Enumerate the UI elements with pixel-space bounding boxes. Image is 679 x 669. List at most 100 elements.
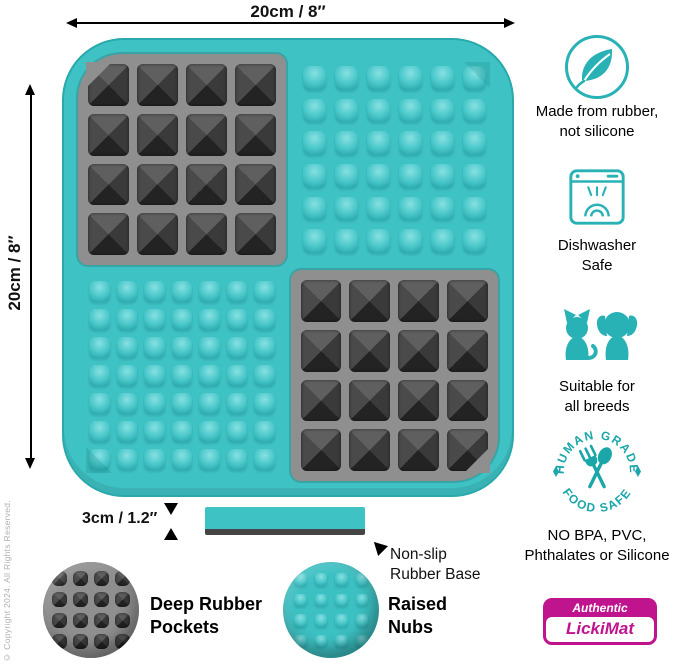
pocket	[300, 429, 342, 471]
mat-side-view	[205, 507, 365, 535]
nub	[335, 593, 348, 606]
nub	[199, 365, 220, 386]
pocket	[52, 592, 67, 607]
nub	[144, 449, 165, 470]
height-dimension-label: 20cm / 8″	[5, 235, 24, 311]
nub	[462, 66, 486, 90]
nub	[334, 163, 358, 188]
pocket	[398, 429, 440, 471]
nub	[199, 393, 220, 414]
nub	[314, 614, 327, 627]
nub	[171, 365, 192, 386]
nub	[226, 449, 247, 470]
feature-foodsafe-label: NO BPA, PVC, Phthalates or Silicone	[517, 526, 677, 565]
nub	[89, 309, 110, 330]
feature-rubber-label: Made from rubber, not silicone	[517, 102, 677, 141]
nubs-label-line1: Raised	[388, 594, 448, 614]
pocket	[234, 213, 276, 255]
nub	[366, 163, 390, 188]
pocket	[398, 379, 440, 422]
svg-text:FOOD SAFE: FOOD SAFE	[560, 486, 635, 516]
pockets-closeup	[43, 562, 139, 658]
pocket	[136, 113, 178, 156]
nub	[355, 634, 368, 647]
human-grade-food-safe-badge-icon: HUMAN GRADE FOOD SAFE	[553, 428, 642, 516]
nub	[199, 449, 220, 470]
nub	[302, 229, 326, 253]
pocket	[136, 64, 178, 106]
pocket	[300, 379, 342, 422]
nub	[302, 98, 326, 123]
nubs-label-line2: Nubs	[388, 616, 433, 637]
svg-text:HUMAN GRADE: HUMAN GRADE	[553, 428, 642, 475]
badge-arc-bottom-text: FOOD SAFE	[560, 486, 633, 516]
pocket	[94, 613, 109, 628]
closeup-shading	[43, 562, 139, 658]
nub	[89, 421, 110, 442]
pocket	[52, 634, 67, 649]
nub	[226, 421, 247, 442]
nub	[254, 393, 275, 414]
nub	[116, 337, 137, 358]
nub	[430, 98, 454, 123]
nub	[144, 281, 165, 302]
feature-dishwasher-line1: Dishwasher	[557, 237, 637, 254]
badge-arc-top-text: HUMAN GRADE	[553, 428, 640, 475]
nub	[294, 573, 307, 586]
pocket	[234, 163, 276, 206]
pointer-arrow-icon	[363, 531, 389, 557]
nub	[366, 229, 390, 253]
height-dimension-line	[30, 90, 32, 458]
nub	[89, 449, 110, 470]
pocket	[73, 571, 88, 586]
nub	[89, 393, 110, 414]
closeup-shading	[283, 562, 379, 658]
nub	[462, 163, 486, 188]
feature-dishwasher-line2: Safe	[581, 256, 613, 274]
pocket	[88, 213, 129, 255]
mat-quadrants	[78, 54, 498, 481]
nub	[199, 337, 220, 358]
nub	[144, 393, 165, 414]
pocket	[447, 329, 488, 372]
nub	[254, 281, 275, 302]
nub	[294, 634, 307, 647]
pocket	[73, 613, 88, 628]
base-label-line2: Rubber Base	[390, 566, 481, 584]
licking-mat	[62, 38, 514, 497]
pocket	[73, 634, 88, 649]
nubs-closeup	[283, 562, 379, 658]
arrowhead-up-icon	[25, 79, 35, 95]
nub	[334, 131, 358, 155]
brand-logo: LickiMat	[546, 617, 654, 642]
nub-grid-bottom-left	[78, 270, 286, 481]
nub	[171, 421, 192, 442]
nub	[334, 196, 358, 221]
nub	[430, 163, 454, 188]
pocket	[349, 379, 391, 422]
pocket	[398, 329, 440, 372]
nub	[226, 337, 247, 358]
nub	[366, 131, 390, 155]
base-label-line1: Non-slip	[390, 546, 447, 563]
pocket	[185, 163, 227, 206]
pocket	[73, 592, 88, 607]
nub	[398, 229, 422, 253]
pocket	[398, 280, 440, 322]
nub	[302, 163, 326, 188]
nub	[314, 593, 327, 606]
nub	[398, 163, 422, 188]
sparkle-icon	[635, 466, 641, 477]
nub	[199, 281, 220, 302]
nub	[254, 365, 275, 386]
copyright-text: © Copyright 2024. All Rights Reserved.	[2, 500, 12, 663]
dishwasher-icon	[569, 169, 625, 225]
nub	[116, 421, 137, 442]
nub	[398, 131, 422, 155]
width-dimension-label: 20cm / 8″	[250, 2, 326, 21]
nub	[334, 229, 358, 253]
nub	[226, 365, 247, 386]
leaf-icon	[565, 35, 629, 99]
fork-icon	[578, 444, 606, 489]
width-dimension-line	[72, 22, 504, 24]
